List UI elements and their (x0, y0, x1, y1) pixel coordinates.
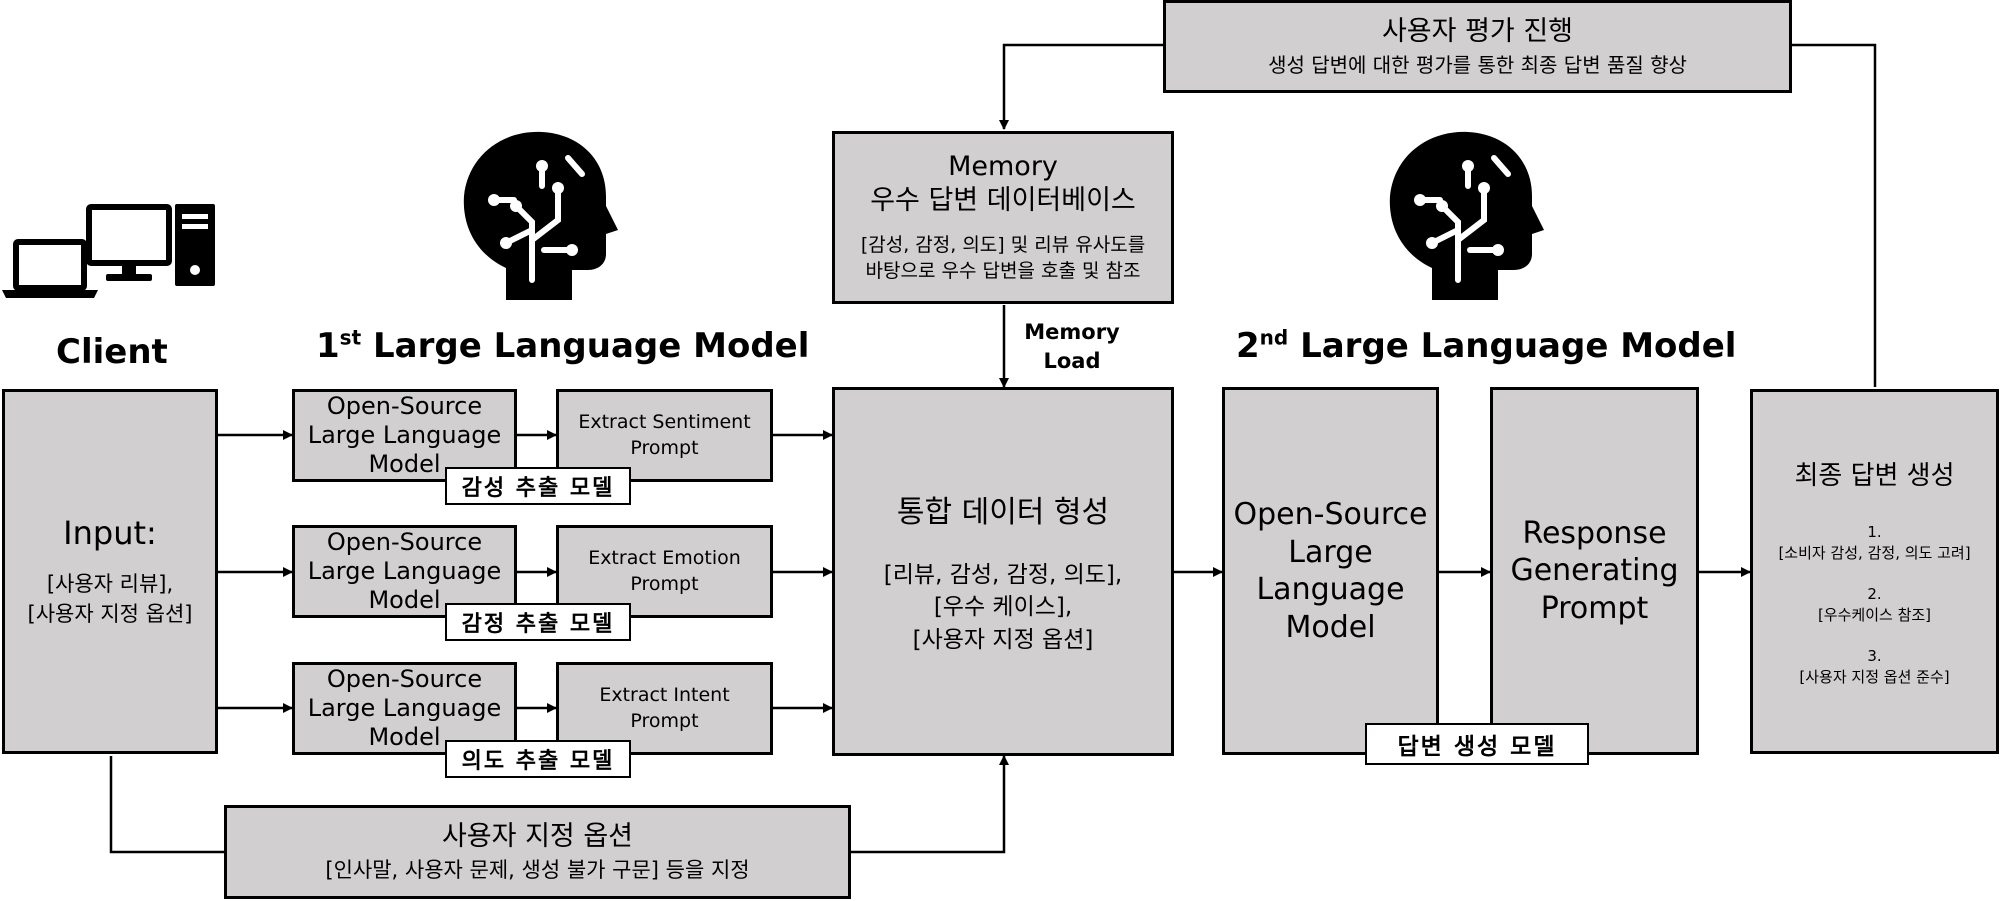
user-eval-desc: 생성 답변에 대한 평가를 통한 최종 답변 품질 향상 (1268, 52, 1687, 77)
extract-emotion-prompt-box: Extract Emotion Prompt (556, 525, 773, 618)
llm1-heading-text: Large Language Model (361, 326, 810, 366)
llm1-sentiment-model-box: Open-Source Large Language Model (292, 389, 517, 482)
response-prompt-line1: Response (1522, 515, 1667, 551)
user-options-box: 사용자 지정 옵션 [인사말, 사용자 문제, 생성 불가 구문] 등을 지정 (224, 805, 851, 899)
model-line2: Large Language (307, 694, 502, 723)
response-prompt-line3: Prompt (1540, 590, 1649, 626)
final-item1-text: [소비자 감성, 감정, 의도 고려] (1778, 544, 1971, 562)
memory-database-box: Memory 우수 답변 데이터베이스 [감성, 감정, 의도] 및 리뷰 유사… (832, 131, 1174, 304)
llm2-model-line3: Language (1256, 572, 1405, 607)
llm2-model-line2: Large (1288, 534, 1373, 570)
arrow-final-to-user-eval (1792, 43, 1877, 387)
llm2-model-box: Open-Source Large Language Model (1222, 387, 1439, 755)
prompt-line1: Extract Sentiment (578, 410, 751, 433)
final-title: 최종 답변 생성 (1794, 461, 1955, 491)
llm2-heading-text: Large Language Model (1288, 326, 1737, 366)
client-heading: Client (56, 332, 168, 372)
desktop-monitor-icon (86, 204, 172, 281)
response-prompt-line2: Generating (1510, 553, 1679, 589)
sentiment-model-tag: 감성 추출 모델 (445, 467, 631, 505)
prompt-line2: Prompt (630, 436, 699, 459)
prompt-line2: Prompt (630, 709, 699, 732)
final-item1-number: 1. (1867, 523, 1882, 541)
final-answer-box: 최종 답변 생성 1. [소비자 감성, 감정, 의도 고려] 2. [우수케이… (1750, 389, 1999, 754)
client-input-box: Input: [사용자 리뷰], [사용자 지정 옵션] (2, 389, 218, 754)
llm2-heading-number: 2 (1236, 326, 1260, 366)
memory-load-line2: Load (1043, 349, 1101, 374)
ai-head-icon (463, 131, 618, 300)
model-line1: Open-Source (326, 528, 483, 557)
model-line1: Open-Source (326, 665, 483, 694)
llm1-intent-model-box: Open-Source Large Language Model (292, 662, 517, 755)
pc-tower-icon (175, 204, 215, 286)
user-evaluation-box: 사용자 평가 진행 생성 답변에 대한 평가를 통한 최종 답변 품질 향상 (1163, 0, 1792, 93)
llm1-emotion-model-box: Open-Source Large Language Model (292, 525, 517, 618)
client-input-line2: [사용자 지정 옵션] (27, 601, 193, 626)
extract-intent-prompt-box: Extract Intent Prompt (556, 662, 773, 755)
llm2-model-line4: Model (1285, 609, 1376, 645)
integration-line2: [우수 케이스], (933, 594, 1073, 621)
client-input-title: Input: (63, 514, 157, 553)
intent-model-tag: 의도 추출 모델 (445, 740, 631, 778)
memory-title-line1: Memory (948, 151, 1058, 183)
emotion-model-tag: 감정 추출 모델 (445, 603, 631, 641)
integration-title: 통합 데이터 형성 (896, 495, 1110, 531)
line-client-to-user-options (109, 756, 224, 854)
llm1-heading-ordinal: st (339, 325, 362, 350)
model-line3: Model (368, 449, 441, 478)
memory-title-line2: 우수 답변 데이터베이스 (870, 184, 1136, 216)
llm2-heading-ordinal: nd (1259, 325, 1289, 350)
final-item2-text: [우수케이스 참조] (1817, 606, 1932, 624)
laptop-icon (2, 239, 98, 298)
llm1-heading-number: 1 (316, 326, 340, 366)
memory-load-line1: Memory (1024, 320, 1120, 344)
prompt-line1: Extract Intent (599, 683, 730, 706)
client-input-line1: [사용자 리뷰], (46, 572, 174, 597)
memory-desc-line2: 바탕으로 우수 답변을 호출 및 참조 (865, 260, 1141, 283)
model-line3: Model (368, 722, 441, 751)
user-eval-title: 사용자 평가 진행 (1381, 16, 1574, 48)
response-generation-model-tag: 답변 생성 모델 (1365, 723, 1589, 765)
user-options-desc: [인사말, 사용자 문제, 생성 불가 구문] 등을 지정 (325, 857, 750, 882)
model-line2: Large Language (307, 557, 502, 586)
integration-line3: [사용자 지정 옵션] (912, 626, 1094, 653)
prompt-line2: Prompt (630, 572, 699, 595)
llm1-heading: 1st Large Language Model (316, 326, 809, 366)
llm2-model-line1: Open-Source (1233, 497, 1428, 532)
model-line1: Open-Source (326, 392, 483, 421)
llm2-heading: 2nd Large Language Model (1236, 326, 1736, 366)
ai-head-icon (1389, 131, 1544, 300)
final-item3-number: 3. (1867, 647, 1882, 665)
final-item3-text: [사용자 지정 옵션 준수] (1799, 668, 1950, 686)
arrow-user-eval-to-memory (999, 43, 1163, 130)
arrow-user-options-to-integration (851, 755, 1009, 854)
prompt-line1: Extract Emotion (588, 546, 741, 569)
integrated-data-box: 통합 데이터 형성 [리뷰, 감성, 감정, 의도], [우수 케이스], [사… (832, 387, 1174, 756)
model-line2: Large Language (307, 421, 502, 450)
response-generating-prompt-box: Response Generating Prompt (1490, 387, 1699, 755)
final-item2-number: 2. (1867, 585, 1882, 603)
memory-desc-line1: [감성, 감정, 의도] 및 리뷰 유사도를 (860, 233, 1146, 256)
user-options-title: 사용자 지정 옵션 (441, 821, 634, 853)
memory-load-label: Memory Load (1012, 318, 1132, 377)
integration-line1: [리뷰, 감성, 감정, 의도], (883, 562, 1123, 589)
model-line3: Model (368, 585, 441, 614)
extract-sentiment-prompt-box: Extract Sentiment Prompt (556, 389, 773, 482)
